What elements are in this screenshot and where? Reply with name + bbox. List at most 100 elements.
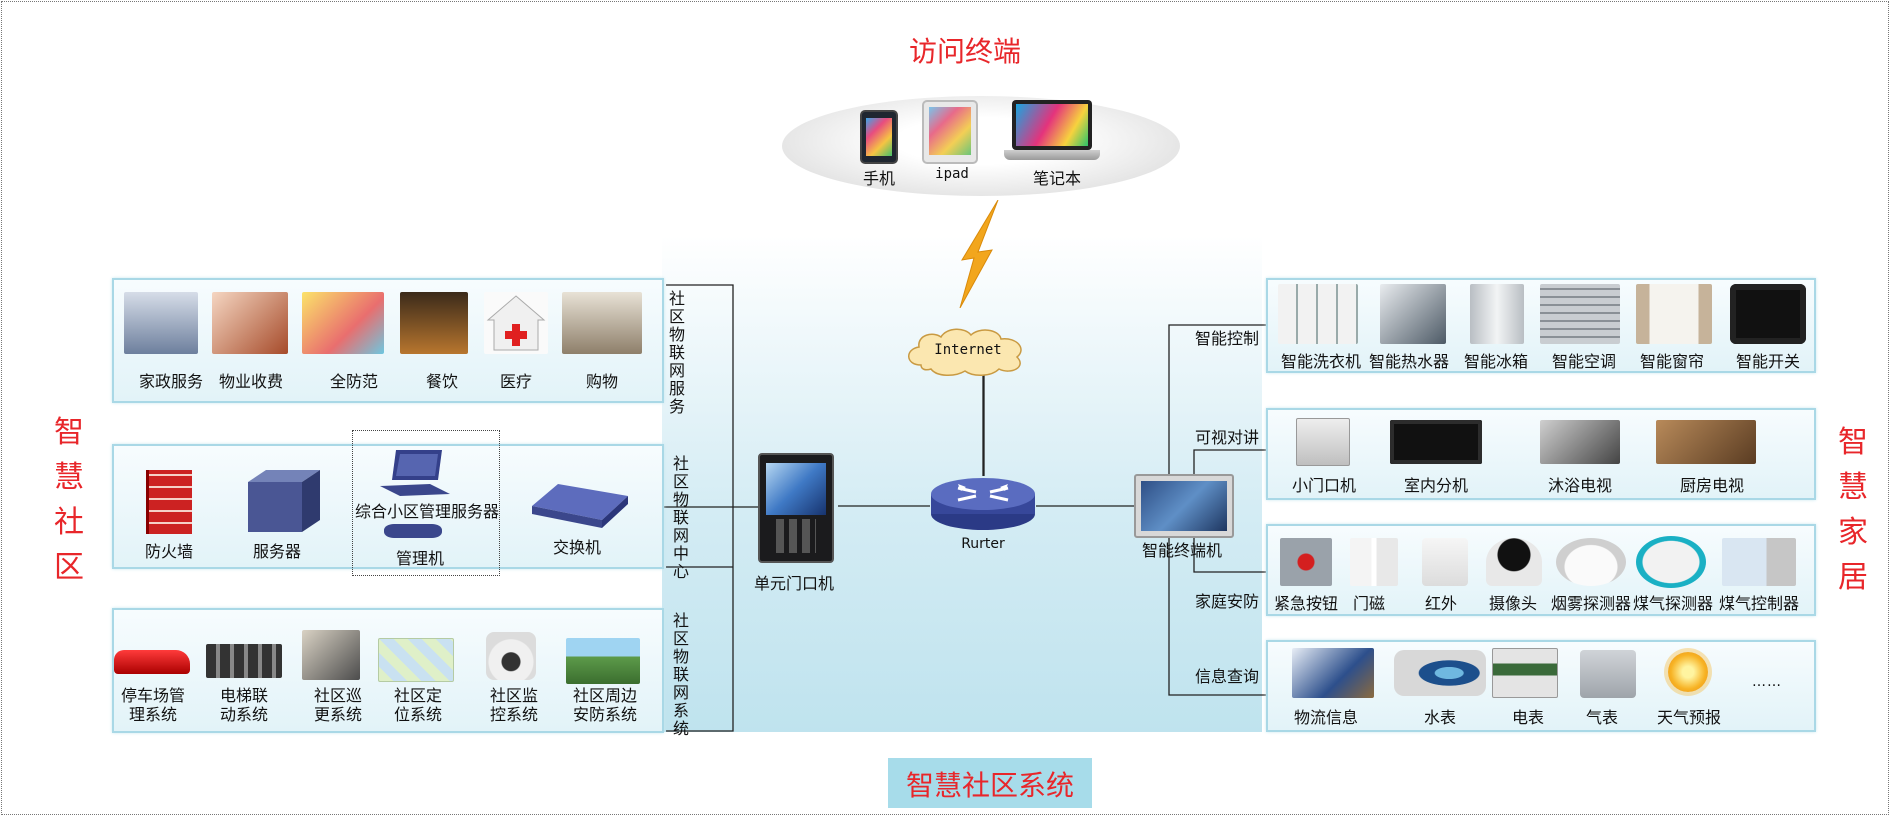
system-monitoring-label: 社区监控系统 (489, 686, 538, 724)
home-terminal-icon (1134, 474, 1234, 538)
camera-image (486, 632, 536, 680)
electric-meter-image (1492, 648, 1558, 698)
info-water-meter-label: 水表 (1423, 708, 1456, 727)
elevator-equipment-image (206, 644, 282, 678)
dining-image (400, 292, 468, 354)
internet-cloud-icon (908, 328, 1022, 376)
logistics-image (1292, 648, 1374, 698)
mgmt-server-box (352, 430, 500, 576)
weather-sun-icon (1668, 652, 1708, 692)
door-sensor-image (1350, 538, 1398, 586)
water-heater-image (1380, 284, 1446, 344)
security-emergency-label: 紧急按钮 (1273, 594, 1338, 613)
footer-title: 智慧社区系统 (905, 769, 1074, 802)
property-fee-image (212, 292, 288, 354)
security-door-label: 门磁 (1352, 594, 1385, 613)
firewall-label: 防火墙 (144, 542, 193, 561)
iot-system-label: 社区物联网系统 (672, 611, 689, 738)
perimeter-image (566, 638, 640, 684)
router-icon (931, 478, 1035, 530)
aircon-image (1540, 284, 1620, 344)
security-infrared-label: 红外 (1424, 594, 1457, 613)
security-gas-detector-label: 煤气探测器 (1632, 594, 1713, 613)
intercom-indoor-label: 室内分机 (1403, 476, 1468, 495)
security-gas-controller-label: 煤气控制器 (1718, 594, 1799, 613)
gas-detector-image (1636, 536, 1706, 588)
system-elevator-label: 电梯联动系统 (219, 686, 268, 724)
community-side-title: 智慧 社区 (54, 415, 84, 585)
control-switch-label: 智能开关 (1735, 352, 1800, 371)
indoor-unit-image (1390, 420, 1482, 464)
control-heater-label: 智能热水器 (1368, 352, 1449, 371)
control-curtain-label: 智能窗帘 (1639, 352, 1704, 371)
info-electric-meter-label: 电表 (1511, 708, 1544, 727)
info-gas-meter-label: 气表 (1585, 708, 1618, 727)
service-label-housekeeping: 家政服务 (138, 372, 203, 391)
iot-center-label: 社区物联网中心 (672, 454, 689, 581)
switch-icon (532, 476, 628, 528)
gas-meter-image (1580, 650, 1636, 698)
mgmt-machine-label: 管理机 (395, 549, 444, 568)
intercom-section-label: 可视对讲 (1194, 428, 1259, 447)
service-label-property-fee: 物业收费 (218, 372, 283, 391)
system-location-label: 社区定位系统 (393, 686, 442, 724)
bath-tv-image (1540, 420, 1620, 464)
router-label: Rurter (961, 536, 1005, 552)
smart-switch-image (1730, 284, 1806, 344)
iot-service-label: 社区物联网服务 (668, 289, 685, 416)
lightning-bolt-icon (959, 200, 999, 308)
internet-label: Internet (934, 342, 1002, 358)
infrared-sensor-image (1422, 538, 1468, 586)
info-more-label: …… (1752, 674, 1782, 690)
intercom-bath-tv-label: 沐浴电视 (1547, 476, 1612, 495)
service-label-security: 全防范 (329, 372, 378, 391)
system-perimeter-label: 社区周边安防系统 (572, 686, 637, 724)
service-label-shopping: 购物 (585, 372, 618, 391)
mgmt-server-label: 综合小区管理服务器 (354, 502, 499, 521)
phone-label: 手机 (862, 169, 895, 188)
mgmt-computer-icon (380, 450, 450, 496)
door-unit-icon (758, 453, 834, 563)
small-door-unit-image (1296, 418, 1350, 466)
phone-icon (860, 110, 898, 164)
laptop-icon (1004, 100, 1100, 166)
camera-dome-image (1486, 538, 1542, 586)
medical-icon (484, 292, 548, 354)
laptop-label: 笔记本 (1032, 169, 1081, 188)
access-ellipse (782, 96, 1180, 196)
full-security-image (302, 292, 384, 354)
firewall-icon (146, 470, 192, 534)
home-side-title: 智慧 家居 (1838, 425, 1868, 595)
kitchen-tv-image (1656, 420, 1756, 464)
location-map-image (378, 638, 454, 682)
intercom-kitchen-tv-label: 厨房电视 (1679, 476, 1744, 495)
security-camera-label: 摄像头 (1488, 594, 1537, 613)
service-label-dining: 餐饮 (425, 372, 458, 391)
footer-title-box (888, 758, 1092, 808)
info-weather-label: 天气预报 (1656, 708, 1721, 727)
emergency-button-image (1280, 538, 1332, 586)
control-section-label: 智能控制 (1194, 329, 1259, 348)
housekeeping-image (124, 292, 198, 354)
control-aircon-label: 智能空调 (1551, 352, 1616, 371)
mgmt-machine-icon (384, 524, 442, 538)
shopping-image (562, 292, 642, 354)
home-terminal-label: 智能终端机 (1141, 541, 1222, 560)
system-parking-label: 停车场管理系统 (120, 686, 185, 724)
system-patrol-label: 社区巡更系统 (313, 686, 362, 724)
fridge-image (1470, 284, 1524, 344)
server-icon (248, 470, 320, 532)
access-title: 访问终端 (908, 35, 1021, 68)
service-label-medical: 医疗 (499, 372, 532, 391)
door-unit-label: 单元门口机 (753, 574, 834, 593)
washer-image (1278, 284, 1358, 344)
control-fridge-label: 智能冰箱 (1463, 352, 1528, 371)
parking-car-image (114, 650, 190, 674)
smoke-detector-image (1556, 538, 1626, 586)
intercom-small-door-label: 小门口机 (1291, 476, 1356, 495)
security-smoke-label: 烟雾探测器 (1550, 594, 1631, 613)
info-logistics-label: 物流信息 (1293, 708, 1358, 727)
patrol-image (302, 630, 360, 680)
